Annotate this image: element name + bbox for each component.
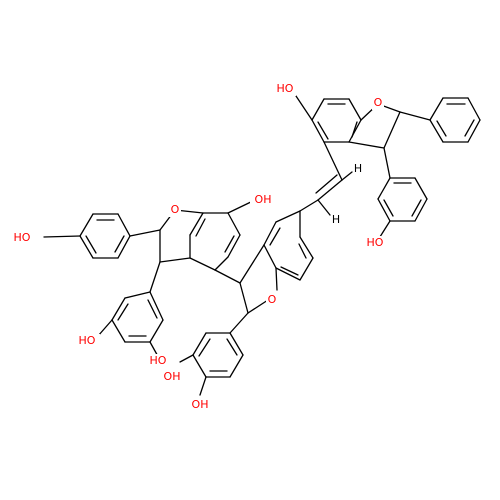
label-o-lower-ring: O (268, 293, 277, 306)
left-lower-hydroxyphenyl-bonds (97, 291, 164, 361)
upper-hydroxyphenyl-bonds (377, 177, 428, 241)
bottom-hydroxyphenyl-bonds (179, 332, 244, 396)
label-oh-bottom-3: OH (192, 398, 209, 411)
atom-labels: HO O H H HO OH O HO O HO HO OH OH (8, 82, 388, 412)
upper-benzofuran-bonds (295, 95, 431, 179)
label-ho-far-left: HO (14, 231, 31, 244)
middle-benzofuran-bonds (214, 210, 314, 334)
label-ho-bottom-1: HO (150, 354, 167, 367)
label-oh-bottom-2: OH (164, 370, 181, 383)
label-oh-mid: OH (255, 193, 272, 206)
label-ho-top-phenyl: HO (367, 236, 384, 249)
label-ho-top-left: HO (277, 82, 294, 95)
vinyl-linker-bonds (299, 141, 353, 216)
label-o-mid-ring: O (171, 203, 180, 216)
label-o-top-ring: O (374, 96, 383, 109)
left-hydroxyphenyl-bonds (43, 213, 131, 259)
label-h-vinyl-1: H (354, 162, 362, 175)
label-ho-left-lower: HO (79, 334, 96, 347)
left-benzofuran-bonds (129, 199, 256, 293)
label-h-vinyl-2: H (332, 213, 340, 226)
upper-phenyl-bonds (429, 97, 481, 143)
